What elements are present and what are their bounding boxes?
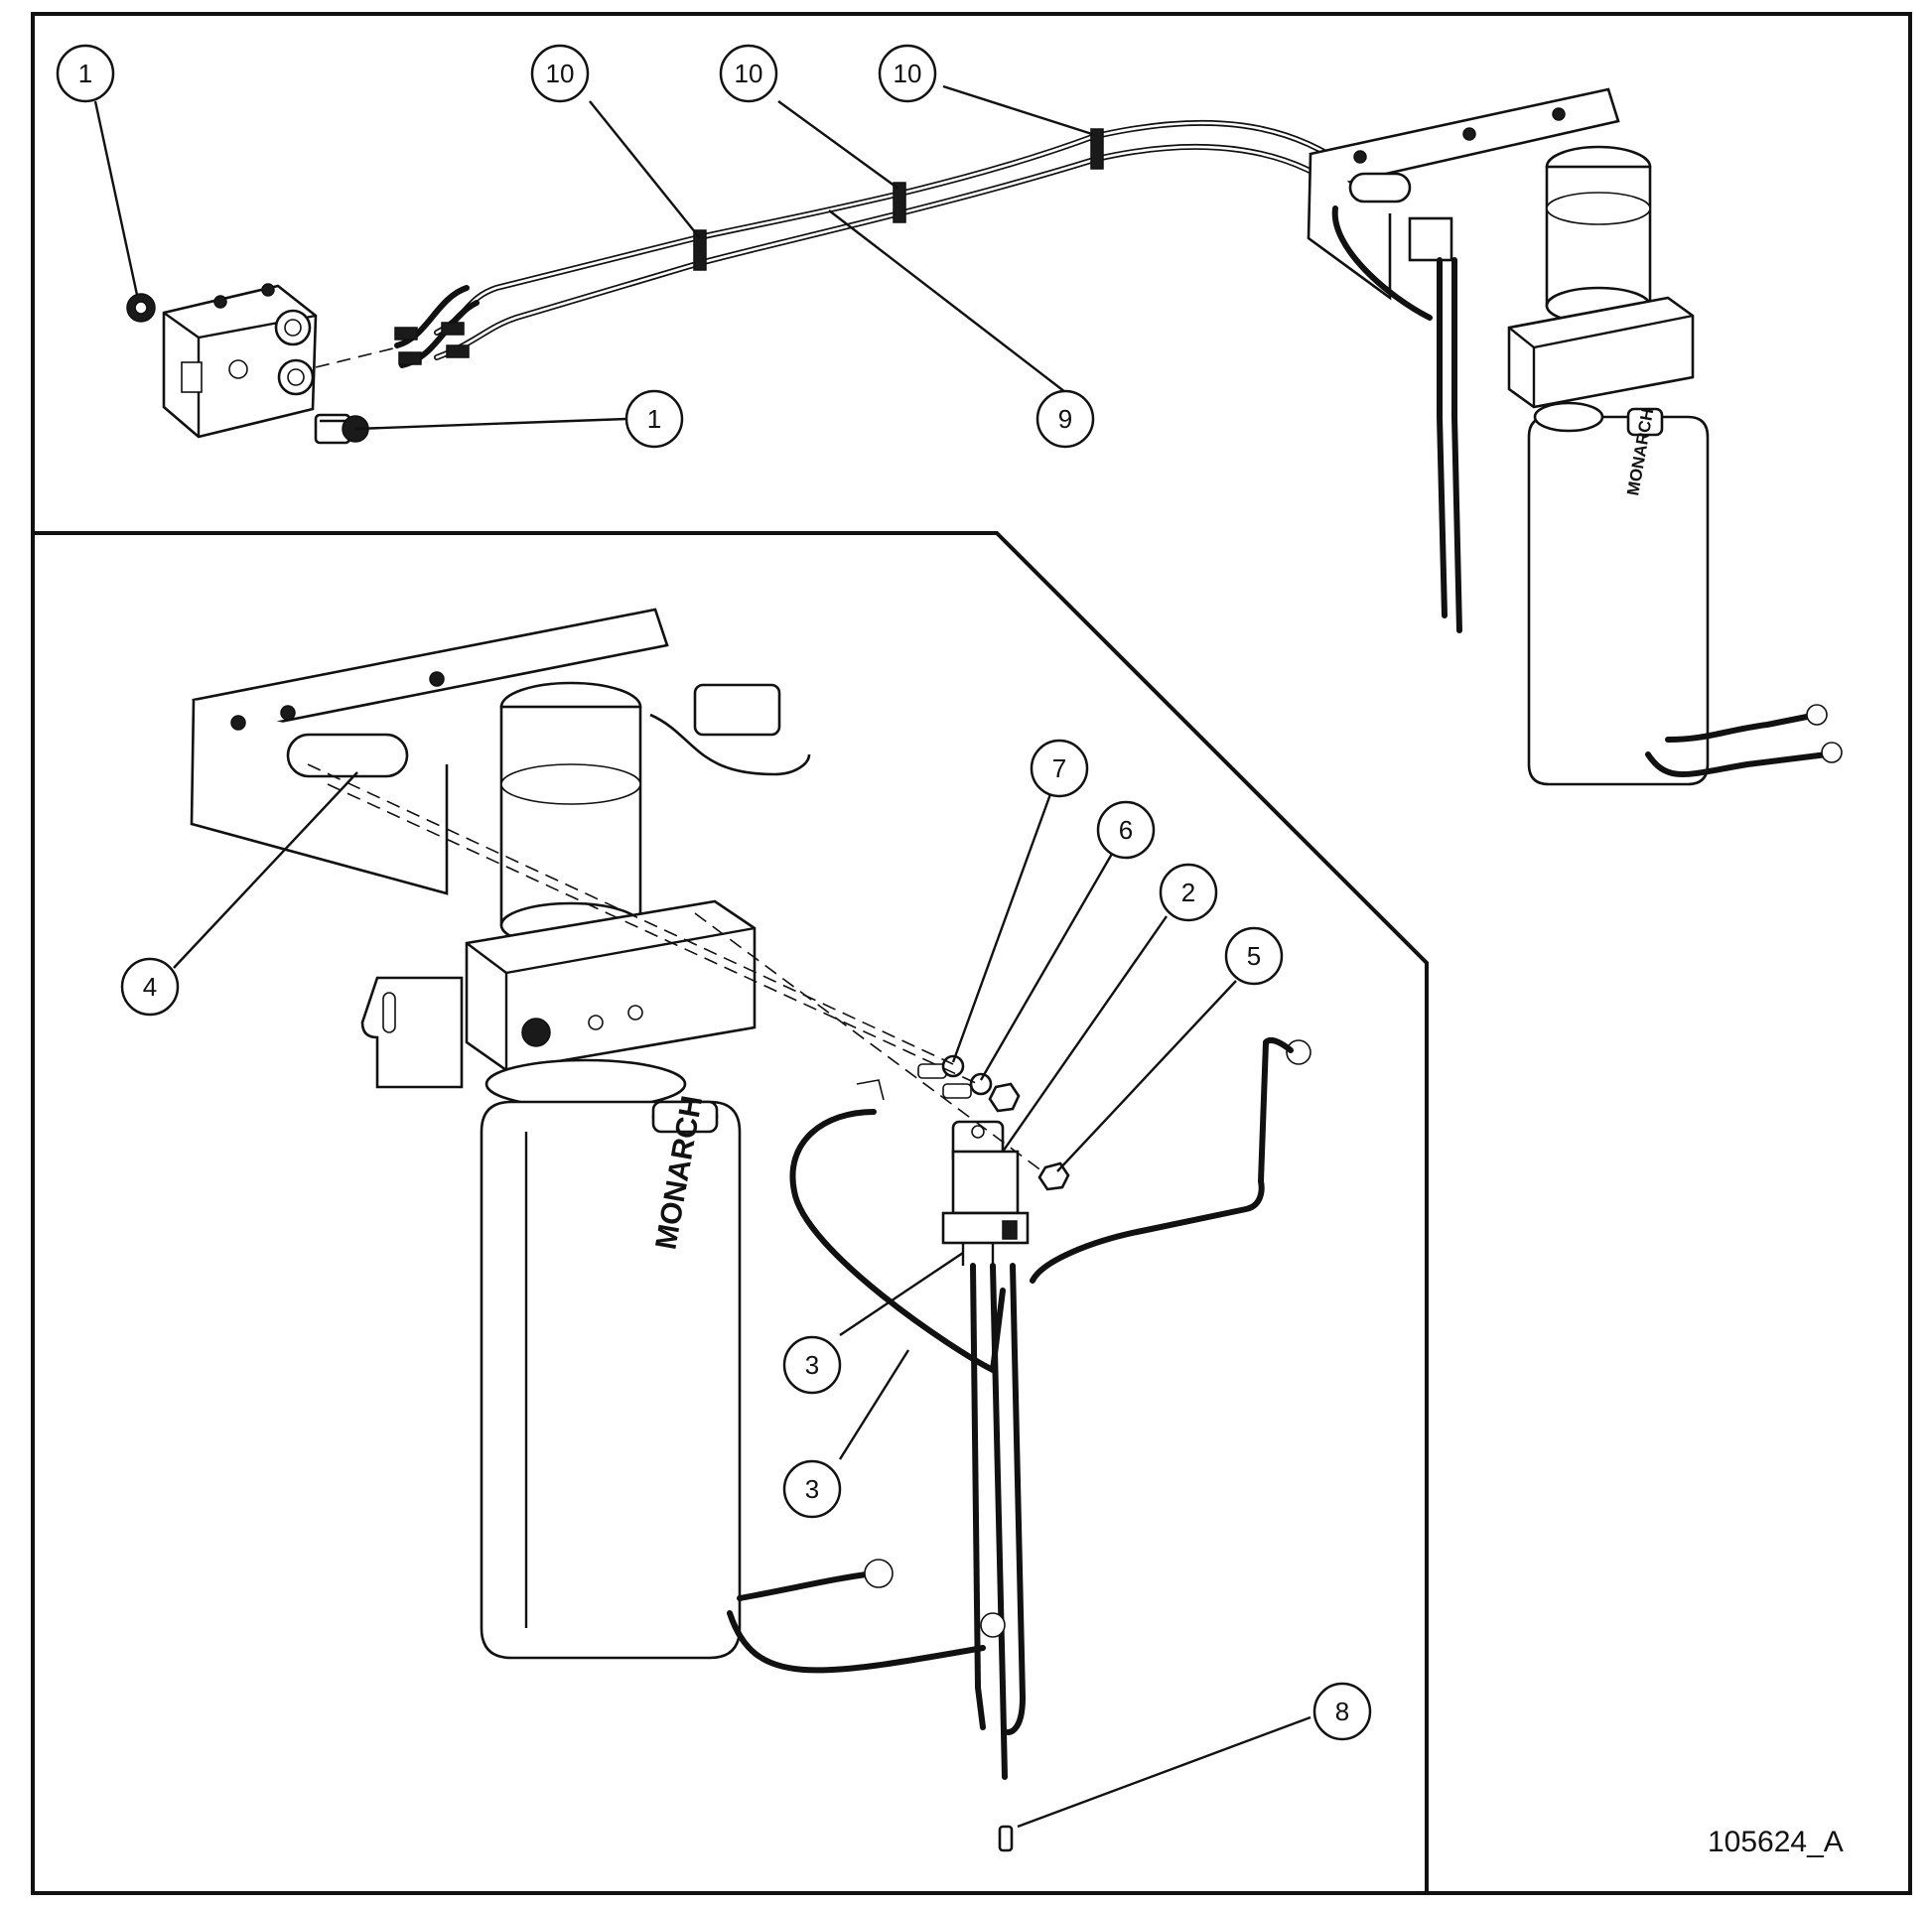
callout-1-top: 1 <box>56 44 115 103</box>
callout-label: 7 <box>1052 753 1066 783</box>
callout-label: 5 <box>1247 941 1261 971</box>
callout-label: 3 <box>805 1474 819 1504</box>
drawing-id: 105624_A <box>1708 1826 1844 1858</box>
callout-1-bottom: 1 <box>624 389 684 449</box>
rocker-switch-knob <box>126 293 156 323</box>
callout-label: 9 <box>1058 404 1072 434</box>
explode-lines <box>307 763 1043 1172</box>
callout-label: 6 <box>1119 815 1133 845</box>
jumper-wires <box>789 1037 1311 1780</box>
callout-label: 10 <box>546 59 575 88</box>
callout-2: 2 <box>1159 863 1218 922</box>
callout-label: 3 <box>805 1350 819 1380</box>
callout-9: 9 <box>1035 389 1095 449</box>
relay-assembly <box>941 1120 1030 1266</box>
diagram-frames <box>31 12 1912 1895</box>
callout-3-upper: 3 <box>782 1335 842 1395</box>
callout-3-lower: 3 <box>782 1459 842 1519</box>
wire-terminal <box>998 1825 1014 1852</box>
callout-label: 10 <box>894 59 922 88</box>
power-unit-detail-view: MONARCH <box>190 608 986 1674</box>
callout-7: 7 <box>1030 739 1089 798</box>
callout-label: 2 <box>1181 878 1195 907</box>
callout-label: 8 <box>1335 1697 1349 1726</box>
leader-lines <box>93 84 1311 1829</box>
callout-label: 1 <box>647 404 661 434</box>
callout-8: 8 <box>1312 1682 1372 1741</box>
cable-ties <box>693 128 1104 271</box>
callout-10-left: 10 <box>530 44 590 103</box>
callout-label: 4 <box>143 972 157 1002</box>
detail-view-frame <box>33 531 1429 1893</box>
power-unit-top-view: MONARCH <box>1307 87 1843 786</box>
wire-harness <box>394 119 1353 368</box>
callout-10-right: 10 <box>878 44 937 103</box>
callout-10-middle: 10 <box>719 44 778 103</box>
outer-frame <box>31 12 1912 1895</box>
callout-5: 5 <box>1224 926 1284 986</box>
callout-label: 10 <box>735 59 763 88</box>
callout-6: 6 <box>1096 800 1156 860</box>
switch-box <box>162 283 318 439</box>
callout-label: 1 <box>78 59 92 88</box>
callout-4: 4 <box>120 957 180 1017</box>
